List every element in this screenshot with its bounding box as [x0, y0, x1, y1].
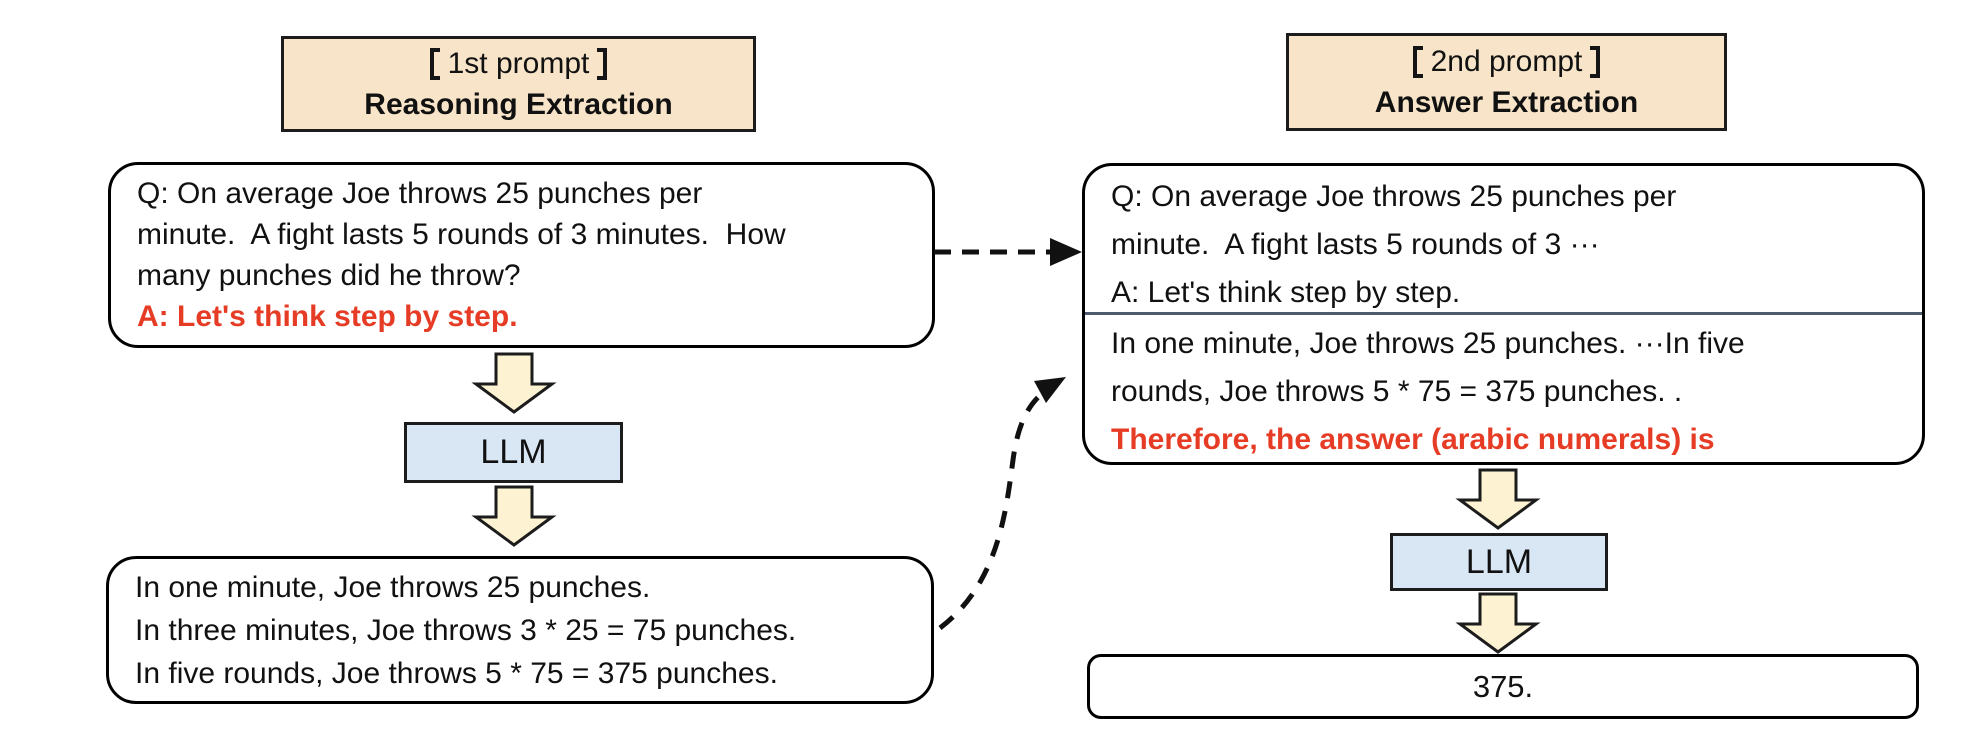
- question-box: Q: On average Joe throws 25 punches per …: [108, 162, 935, 348]
- question-text: Q: On average Joe throws 25 punches per …: [137, 177, 786, 292]
- answer-prompt-box: Q: On average Joe throws 25 punches per …: [1082, 163, 1925, 465]
- down-block-arrow-icon: [471, 352, 557, 414]
- answer-trigger-text: Therefore, the answer (arabic numerals) …: [1111, 423, 1715, 456]
- down-block-arrow-icon: [1455, 592, 1541, 654]
- section-divider: [1085, 312, 1922, 315]
- second-prompt-tag-label: 2nd prompt: [1430, 45, 1583, 78]
- llm-label-first: LLM: [480, 433, 547, 471]
- first-prompt-header: 1st prompt Reasoning Extraction: [281, 36, 756, 132]
- answer-prompt-reasoning-section: In one minute, Joe throws 25 punches. ··…: [1111, 322, 1900, 461]
- lenticular-bracket-close-icon: [1590, 45, 1601, 78]
- final-answer-box: 375.: [1087, 654, 1919, 719]
- reasoning-output-text: In one minute, Joe throws 25 punches. In…: [135, 571, 797, 690]
- dashed-arrowhead-icon: [1050, 238, 1082, 266]
- second-prompt-tag: 2nd prompt: [1412, 41, 1601, 82]
- llm-box-first: LLM: [404, 422, 623, 483]
- llm-label-second: LLM: [1465, 542, 1533, 581]
- first-prompt-title: Reasoning Extraction: [364, 88, 673, 121]
- down-block-arrow-icon: [1455, 468, 1541, 530]
- lenticular-bracket-open-icon: [429, 47, 440, 80]
- dashed-arrowhead-icon: [1034, 377, 1066, 403]
- answer-prompt-context-section: Q: On average Joe throws 25 punches per …: [1111, 175, 1900, 319]
- reasoning-output-box: In one minute, Joe throws 25 punches. In…: [106, 556, 934, 704]
- second-prompt-title: Answer Extraction: [1374, 86, 1639, 119]
- first-prompt-tag: 1st prompt: [429, 43, 608, 84]
- llm-box-second: LLM: [1390, 533, 1608, 591]
- lenticular-bracket-close-icon: [597, 47, 608, 80]
- dashed-arrow-reasoning-to-second-prompt: [938, 385, 1052, 630]
- down-block-arrow-icon: [471, 485, 557, 547]
- answer-prompt-context-text: Q: On average Joe throws 25 punches per …: [1111, 180, 1677, 309]
- lenticular-bracket-open-icon: [1412, 45, 1423, 78]
- second-prompt-header: 2nd prompt Answer Extraction: [1286, 33, 1727, 131]
- answer-prompt-reasoning-text: In one minute, Joe throws 25 punches. ··…: [1111, 327, 1745, 408]
- first-prompt-tag-label: 1st prompt: [447, 47, 590, 80]
- cot-trigger-text: A: Let's think step by step.: [137, 300, 518, 333]
- final-answer-text: 375.: [1472, 668, 1534, 704]
